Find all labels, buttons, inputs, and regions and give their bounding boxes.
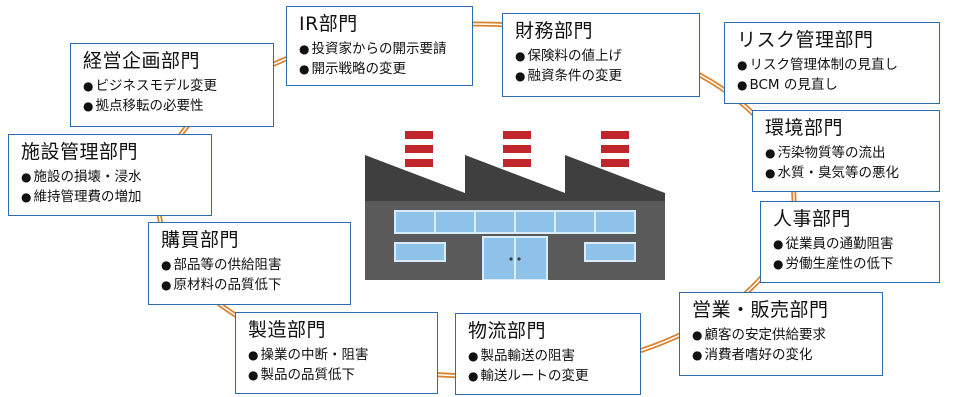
department-item: BCM の見直し (737, 75, 929, 95)
department-item: 輸送ルートの変更 (468, 366, 630, 386)
department-title: 物流部門 (468, 320, 547, 342)
department-title: 環境部門 (765, 117, 844, 139)
department-item: 労働生産性の低下 (773, 254, 929, 274)
department-item: 従業員の通勤阻害 (773, 234, 929, 254)
factory-icon (365, 131, 665, 280)
department-title: 製造部門 (248, 319, 327, 341)
department-title: リスク管理部門 (737, 29, 874, 51)
department-item: 汚染物質等の流出 (765, 143, 929, 163)
department-ir: IR部門 投資家からの開示要請 開示戦略の変更 (286, 6, 473, 86)
department-title: IR部門 (299, 13, 358, 35)
department-item: 開示戦略の変更 (299, 59, 462, 79)
department-item: 製品の品質低下 (248, 365, 427, 385)
department-sales: 営業・販売部門 顧客の安定供給要求 消費者嗜好の変化 (679, 292, 883, 376)
department-facility-management: 施設管理部門 施設の損壊・浸水 維持管理費の増加 (8, 134, 212, 216)
department-item: 投資家からの開示要請 (299, 39, 462, 59)
department-title: 人事部門 (773, 208, 852, 230)
department-corporate-planning: 経営企画部門 ビジネスモデル変更 拠点移転の必要性 (70, 43, 274, 127)
department-item: 保険料の値上げ (515, 46, 689, 66)
department-title: 施設管理部門 (21, 141, 139, 163)
department-item: 製品輸送の阻害 (468, 346, 630, 366)
department-item: 拠点移転の必要性 (83, 96, 263, 116)
department-risk-management: リスク管理部門 リスク管理体制の見直し BCM の見直し (724, 22, 940, 104)
department-item: 操業の中断・阻害 (248, 345, 427, 365)
department-manufacturing: 製造部門 操業の中断・阻害 製品の品質低下 (235, 312, 438, 394)
department-environment: 環境部門 汚染物質等の流出 水質・臭気等の悪化 (752, 110, 940, 192)
department-item: 施設の損壊・浸水 (21, 167, 201, 187)
department-purchasing: 購買部門 部品等の供給阻害 原材料の品質低下 (148, 222, 351, 305)
department-hr: 人事部門 従業員の通勤阻害 労働生産性の低下 (760, 201, 940, 283)
department-item: 維持管理費の増加 (21, 187, 201, 207)
department-item: 部品等の供給阻害 (161, 255, 340, 275)
department-finance: 財務部門 保険料の値上げ 融資条件の変更 (502, 13, 700, 97)
department-title: 購買部門 (161, 229, 240, 251)
department-item: 顧客の安定供給要求 (692, 325, 872, 345)
department-logistics: 物流部門 製品輸送の阻害 輸送ルートの変更 (455, 313, 641, 395)
department-item: 原材料の品質低下 (161, 275, 340, 295)
department-item: 水質・臭気等の悪化 (765, 163, 929, 183)
department-title: 経営企画部門 (83, 50, 201, 72)
department-item: 融資条件の変更 (515, 66, 689, 86)
department-item: ビジネスモデル変更 (83, 76, 263, 96)
department-title: 営業・販売部門 (692, 299, 829, 321)
department-item: リスク管理体制の見直し (737, 55, 929, 75)
department-title: 財務部門 (515, 20, 594, 42)
department-item: 消費者嗜好の変化 (692, 345, 872, 365)
